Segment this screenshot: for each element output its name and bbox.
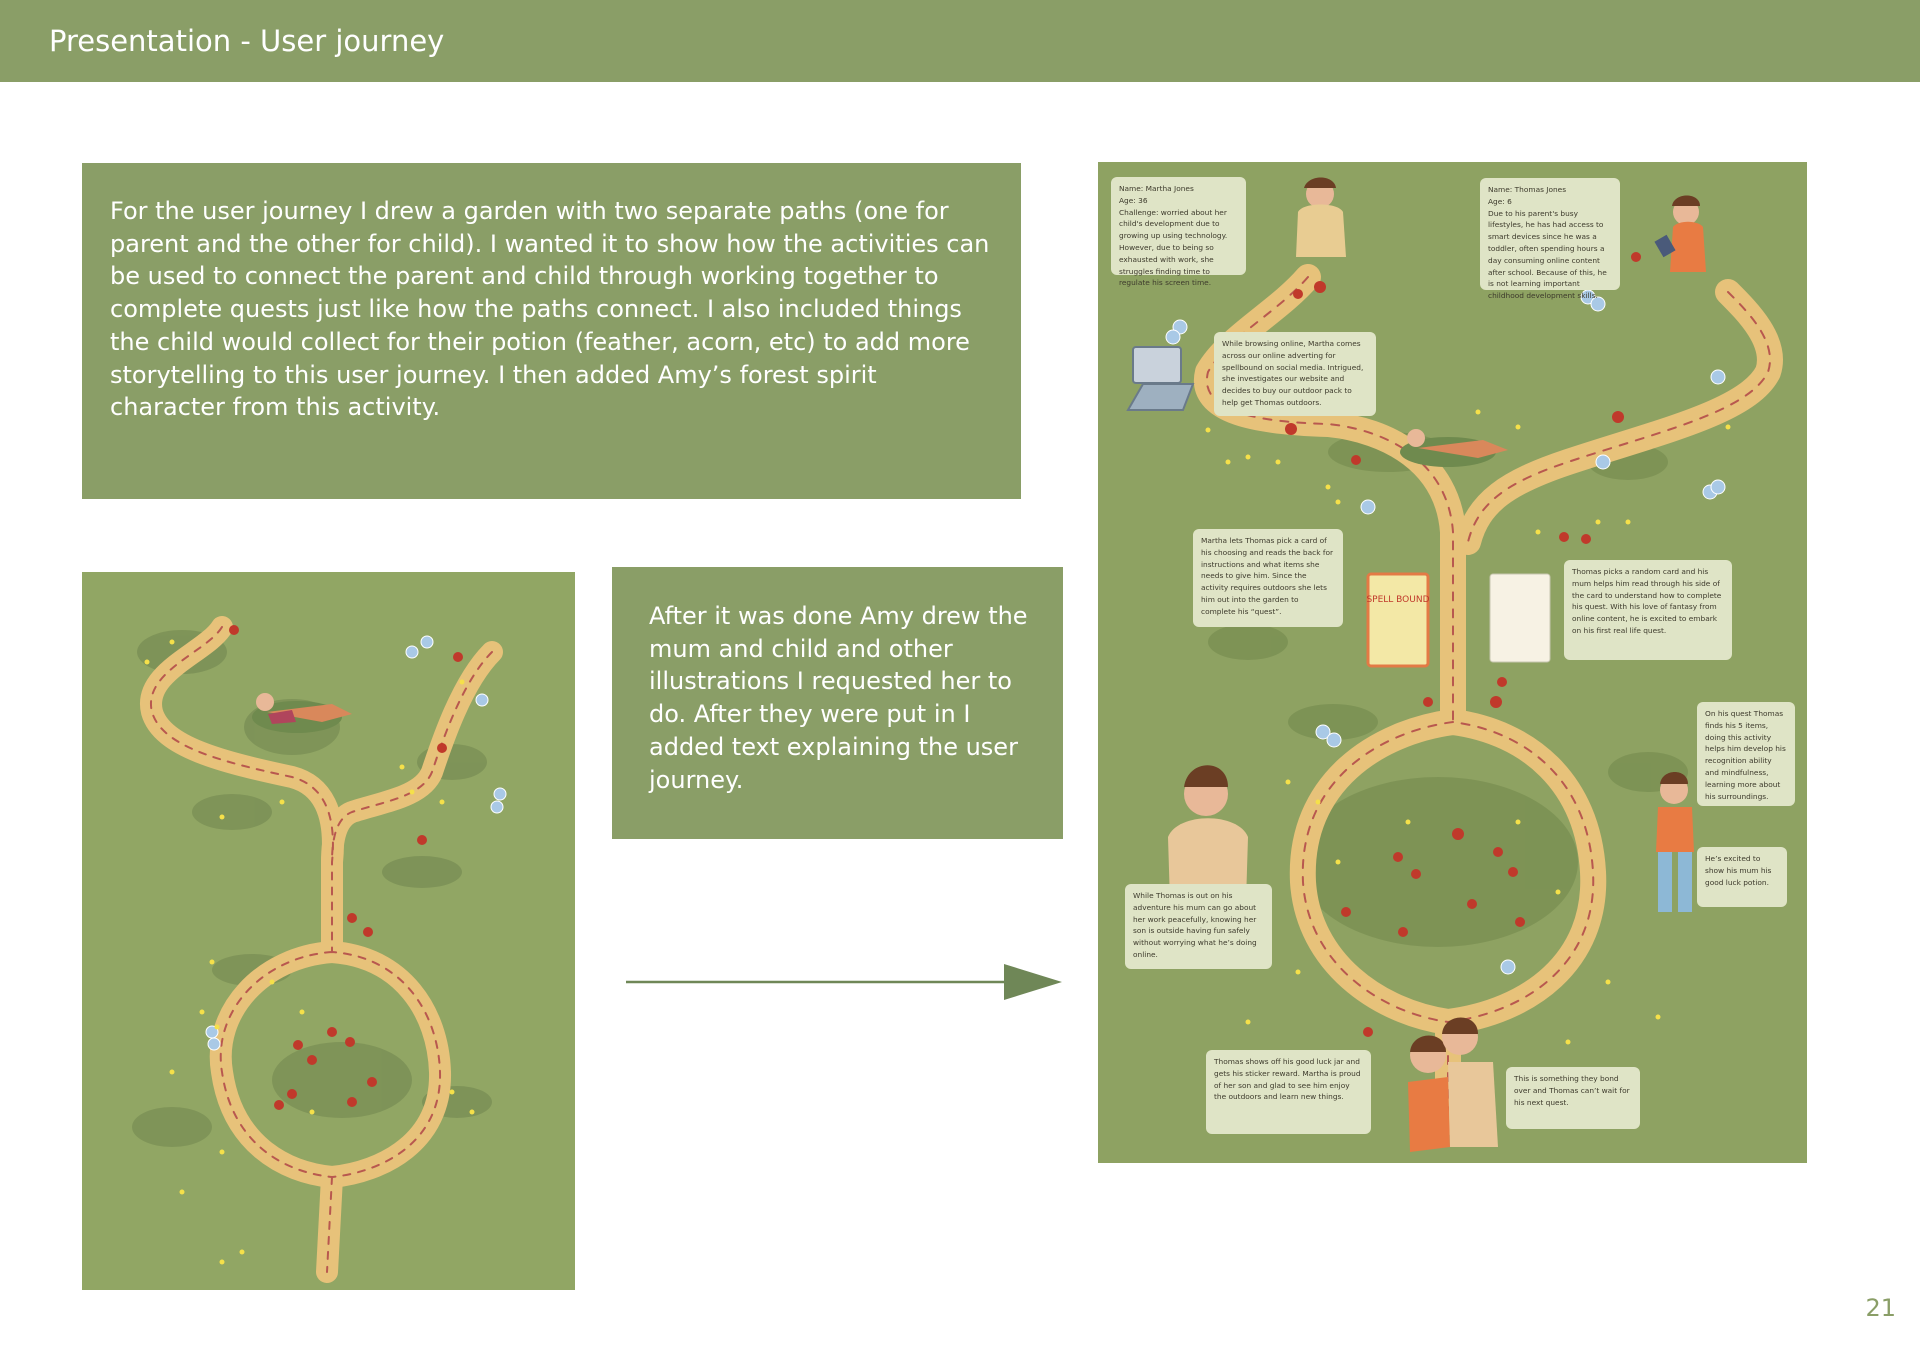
note-martha-profile: Name: Martha Jones Age: 36 Challenge: wo… <box>1111 177 1246 287</box>
note-mum-work: While Thomas is out on his adventure his… <box>1125 884 1272 969</box>
intro-paragraph: For the user journey I drew a garden wit… <box>110 197 990 422</box>
user-journey-illustration: SPELL BOUND <box>1098 162 1807 1163</box>
note-browsing: While browsing online, Martha comes acro… <box>1214 332 1376 416</box>
note-card-pick: Martha lets Thomas pick a card of his ch… <box>1193 529 1343 627</box>
arrow-right-icon <box>626 964 1062 1000</box>
card-logo: SPELL BOUND <box>1366 595 1429 605</box>
note-excited: He’s excited to show his mum his good lu… <box>1697 847 1787 907</box>
intro-text-card: For the user journey I drew a garden wit… <box>82 163 1021 499</box>
note-bond: This is something they bond over and Tho… <box>1506 1067 1640 1129</box>
note-thomas-profile: Name: Thomas Jones Age: 6 Due to his par… <box>1480 178 1620 300</box>
header-bar: Presentation - User journey <box>0 0 1920 82</box>
note-random-card: Thomas picks a random card and his mum h… <box>1564 560 1732 660</box>
page-title: Presentation - User journey <box>49 24 445 58</box>
garden-illustration-draft <box>82 572 575 1290</box>
process-paragraph: After it was done Amy drew the mum and c… <box>649 602 1028 794</box>
process-text-card: After it was done Amy drew the mum and c… <box>612 567 1063 839</box>
note-shows-off: Thomas shows off his good luck jar and g… <box>1206 1050 1371 1134</box>
note-quest: On his quest Thomas finds his 5 items, d… <box>1697 702 1795 806</box>
page-number: 21 <box>1865 1294 1896 1322</box>
